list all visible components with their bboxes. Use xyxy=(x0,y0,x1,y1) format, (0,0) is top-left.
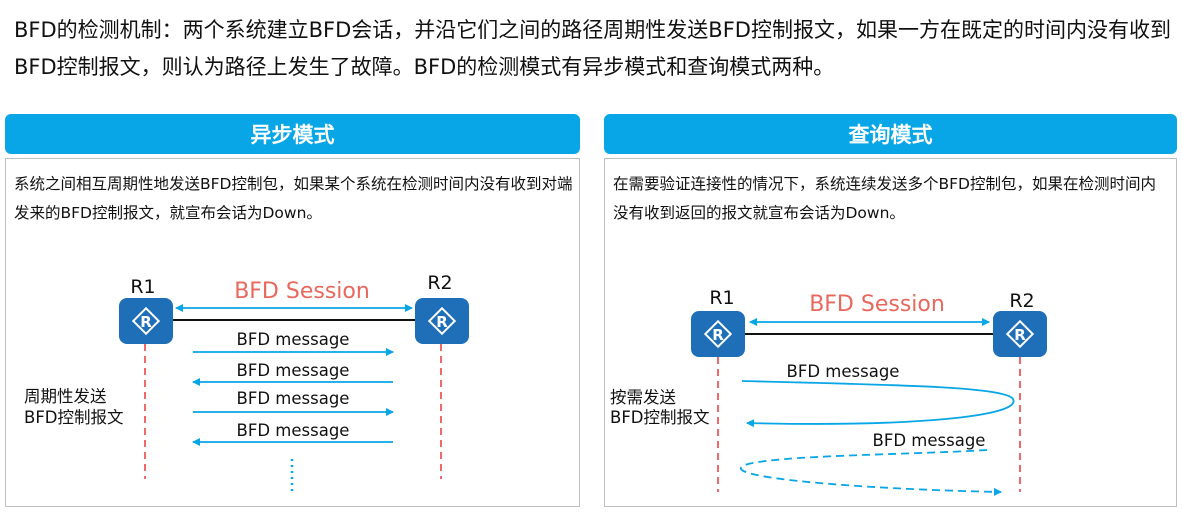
svg-text:R: R xyxy=(436,313,448,331)
side-note-line-2: BFD控制报文 xyxy=(610,408,710,427)
svg-text:R: R xyxy=(1014,326,1026,344)
demand-mode-description: 在需要验证连接性的情况下，系统连续发送多个BFD控制包，如果在检测时间内没有收到… xyxy=(613,175,1156,222)
router-icon: R xyxy=(993,311,1047,357)
message-swoosh-dashed xyxy=(740,449,1002,496)
side-note-line-1: 周期性发送 xyxy=(24,387,107,406)
r1-label: R1 xyxy=(130,276,155,298)
message-swoosh-solid xyxy=(741,380,1015,428)
session-label: BFD Session xyxy=(809,292,945,317)
demand-mode-title: 查询模式 xyxy=(604,114,1177,154)
message-label-1: BFD message xyxy=(787,362,900,381)
intro-text: BFD的检测机制：两个系统建立BFD会话，并沿它们之间的路径周期性发送BFD控制… xyxy=(14,18,1171,79)
r2-label: R2 xyxy=(1009,290,1034,312)
async-mode-title: 异步模式 xyxy=(5,114,580,154)
session-label: BFD Session xyxy=(234,279,370,304)
message-label-3: BFD message xyxy=(237,389,350,408)
router-icon: R xyxy=(119,298,173,344)
demand-mode-body: 在需要验证连接性的情况下，系统连续发送多个BFD控制包，如果在检测时间内没有收到… xyxy=(604,158,1177,507)
router-icon: R xyxy=(691,311,745,357)
side-note-line-1: 按需发送 xyxy=(610,388,677,407)
message-label-2: BFD message xyxy=(237,361,350,380)
async-mode-body: 系统之间相互周期性地发送BFD控制包，如果某个系统在检测时间内没有收到对端发来的… xyxy=(5,158,580,507)
r2-label: R2 xyxy=(427,272,452,294)
router-icon: R xyxy=(415,298,469,344)
async-mode-panel: 异步模式 系统之间相互周期性地发送BFD控制包，如果某个系统在检测时间内没有收到… xyxy=(5,114,580,507)
r1-label: R1 xyxy=(709,287,734,309)
demand-mode-diagram: BFD Session R1 R2 R R BFD message BFD me… xyxy=(610,287,1047,496)
side-note-line-2: BFD控制报文 xyxy=(24,408,124,427)
async-mode-description: 系统之间相互周期性地发送BFD控制包，如果某个系统在检测时间内没有收到对端发来的… xyxy=(14,175,573,222)
svg-text:R: R xyxy=(140,313,152,331)
message-label-1: BFD message xyxy=(237,330,350,349)
demand-mode-panel: 查询模式 在需要验证连接性的情况下，系统连续发送多个BFD控制包，如果在检测时间… xyxy=(604,114,1177,507)
svg-text:R: R xyxy=(712,326,724,344)
async-mode-diagram: BFD Session R1 R2 R R BFD message BFD me… xyxy=(24,272,469,493)
message-label-4: BFD message xyxy=(237,421,350,440)
message-label-2: BFD message xyxy=(873,431,986,450)
